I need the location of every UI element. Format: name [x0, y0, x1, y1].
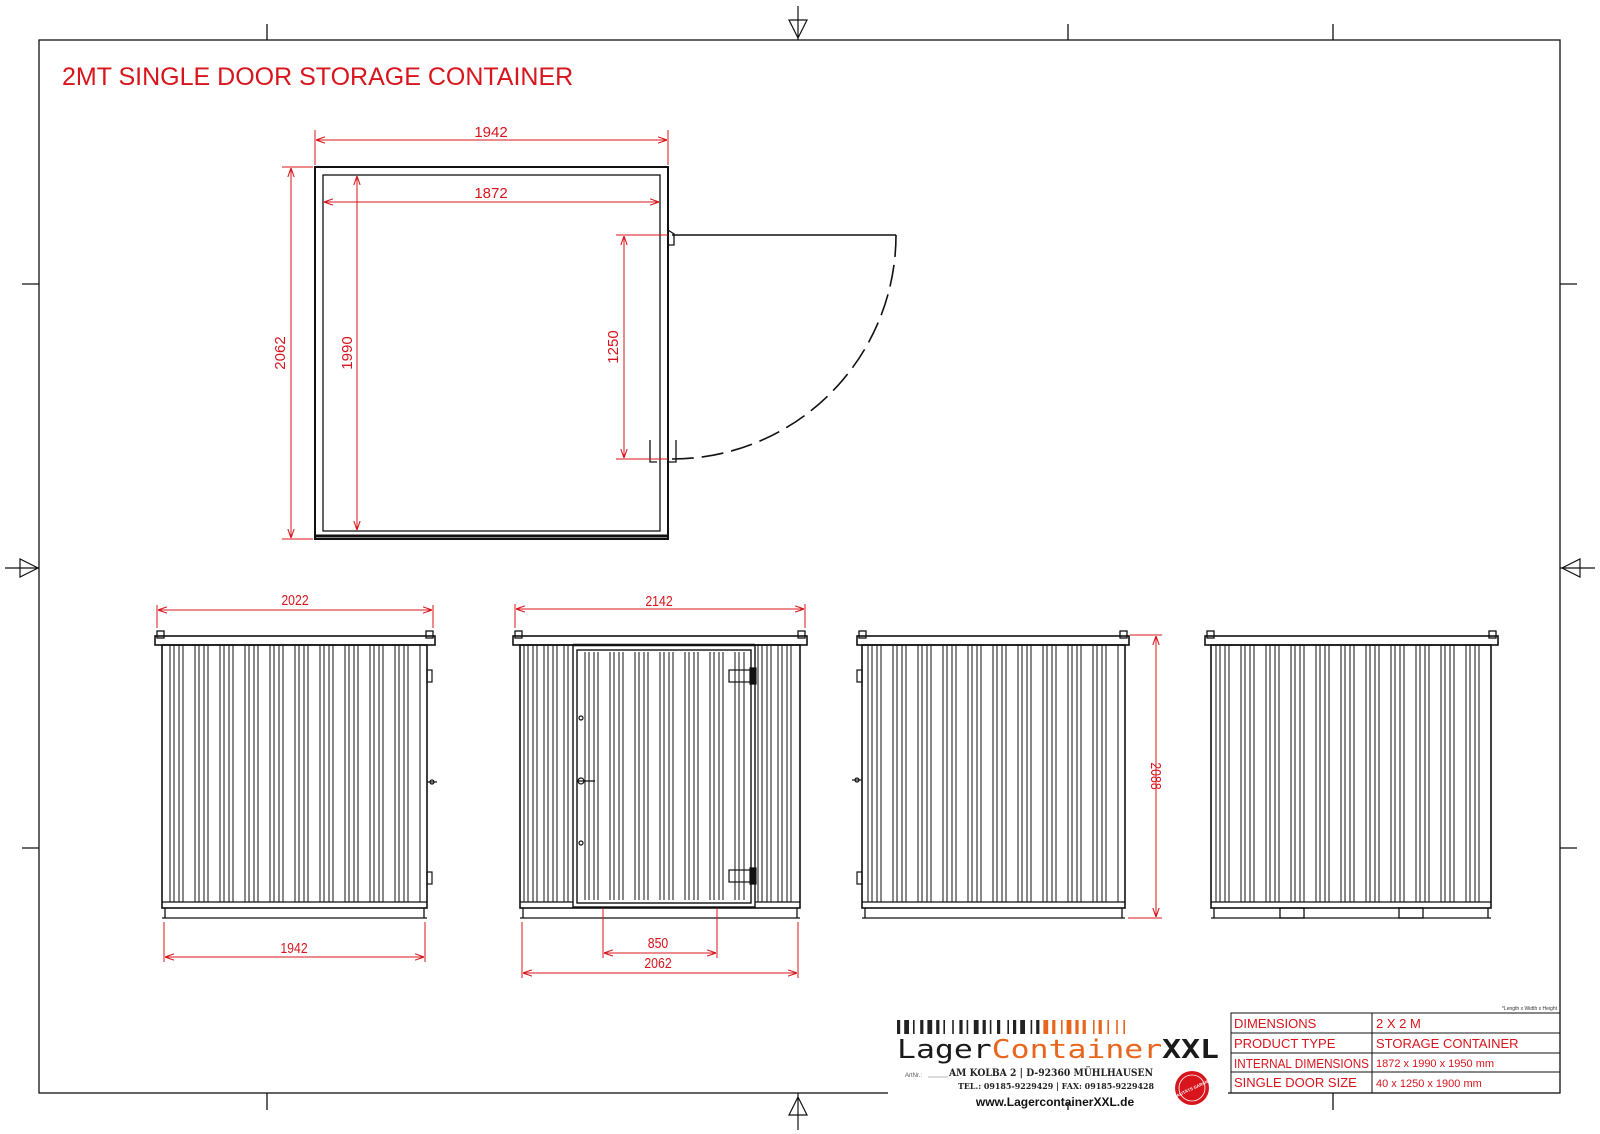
barcode-bar	[1075, 1020, 1079, 1034]
side-view-right: 2088	[852, 630, 1164, 919]
front-door-fittings	[577, 667, 757, 885]
barcode-bar	[1107, 1020, 1109, 1034]
plan-view: 1942 1872 2062 1990 1250	[272, 124, 897, 540]
quality-seal: QUALITÄTS GARANTIE	[1170, 1071, 1215, 1105]
door-ribs	[584, 652, 745, 900]
height-label: 2088	[1148, 762, 1164, 790]
barcode-bar	[913, 1020, 915, 1034]
barcode-bar	[989, 1020, 992, 1034]
barcode-bar	[997, 1020, 1001, 1034]
logo-phone: TEL.: 09185-9229429 | FAX: 09185-9229428	[958, 1081, 1154, 1091]
side-right-fittings	[852, 669, 863, 885]
internal-dimensions-label: INTERNAL DIMENSIONS	[1234, 1056, 1369, 1071]
logo-barcode	[897, 1020, 1125, 1034]
internal-dimensions-value: 1872 x 1990 x 1950 mm	[1376, 1058, 1494, 1070]
barcode-bar	[920, 1020, 924, 1034]
side-left-fittings	[426, 669, 437, 885]
barcode-bar	[1061, 1020, 1063, 1034]
plan-door-swing	[649, 229, 897, 463]
barcode-bar	[927, 1020, 933, 1034]
single-door-size-value: 40 x 1250 x 1900 mm	[1376, 1078, 1482, 1090]
side-roof-width-label: 2022	[281, 592, 308, 608]
front-view-door: 2142 850 2062	[512, 593, 808, 978]
front-door-width-label: 850	[648, 935, 669, 951]
front-roof-width-label: 2142	[645, 593, 672, 609]
barcode-bar	[1116, 1020, 1118, 1034]
barcode-bar	[973, 1020, 979, 1034]
front-ribs	[523, 645, 792, 902]
barcode-bar	[1052, 1020, 1056, 1034]
barcode-bar	[966, 1020, 969, 1034]
logo-address: AM KOLBA 2 | D-92360 MÜHLHAUSEN	[948, 1066, 1153, 1079]
title-block-grid	[1230, 1012, 1561, 1094]
barcode-bar	[1036, 1020, 1040, 1034]
barcode-bar	[959, 1020, 963, 1034]
barcode-bar	[1013, 1020, 1017, 1034]
front-dimensions	[514, 604, 806, 978]
plan-door-opening-label: 1250	[605, 330, 622, 363]
barcode-bar	[904, 1020, 909, 1034]
logo-url: www.LagercontainerXXL.de	[975, 1095, 1135, 1109]
barcode-bar	[936, 1020, 940, 1034]
product-type-value: STORAGE CONTAINER	[1376, 1036, 1519, 1051]
plan-outer-depth-label: 2062	[272, 336, 289, 369]
back-view	[1204, 630, 1499, 919]
barcode-bar	[897, 1020, 901, 1034]
barcode-bar	[982, 1020, 986, 1034]
plan-inner-depth-label: 1990	[339, 336, 356, 369]
back-body	[1204, 630, 1499, 919]
side-view-left: 2022 1942	[154, 592, 437, 962]
barcode-bar	[1043, 1020, 1049, 1034]
title-block-note: *Length x Width x Height	[1502, 1006, 1558, 1012]
barcode-bar	[943, 1020, 945, 1034]
barcode-bar	[1066, 1020, 1072, 1034]
back-ribs	[1215, 645, 1480, 902]
front-base-width-label: 2062	[644, 955, 671, 971]
side-left-dimensions	[156, 605, 434, 962]
plan-outer-width-label: 1942	[474, 124, 507, 141]
side-right-dimensions	[1128, 634, 1162, 919]
side-left-ribs	[169, 645, 421, 902]
plan-dimension-lines	[282, 130, 669, 540]
page-title: 2MT SINGLE DOOR STORAGE CONTAINER	[62, 63, 573, 91]
plan-walls	[314, 166, 669, 540]
side-right-ribs	[867, 645, 1119, 902]
barcode-bar	[1093, 1020, 1095, 1034]
barcode-bar	[1020, 1020, 1025, 1034]
barcode-bar	[1123, 1020, 1125, 1034]
product-type-label: PRODUCT TYPE	[1234, 1036, 1336, 1051]
drawing-frame	[22, 24, 1577, 1110]
logo-artnr: ArtNr.:	[905, 1073, 922, 1079]
barcode-bar	[1082, 1020, 1086, 1034]
dimensions-value: 2 X 2 M	[1376, 1016, 1421, 1031]
dimensions-label: DIMENSIONS	[1234, 1016, 1317, 1031]
plan-inner-width-label: 1872	[474, 185, 507, 202]
side-base-width-label: 1942	[280, 940, 307, 956]
barcode-bar	[952, 1020, 954, 1034]
barcode-bar	[1007, 1020, 1009, 1034]
centering-marks	[5, 6, 1595, 1130]
barcode-bar	[1098, 1020, 1102, 1034]
single-door-size-label: SINGLE DOOR SIZE	[1234, 1075, 1357, 1090]
title-block: *Length x Width x Height DIMENSIONS 2 X …	[1230, 1006, 1561, 1094]
barcode-bar	[1030, 1020, 1033, 1034]
